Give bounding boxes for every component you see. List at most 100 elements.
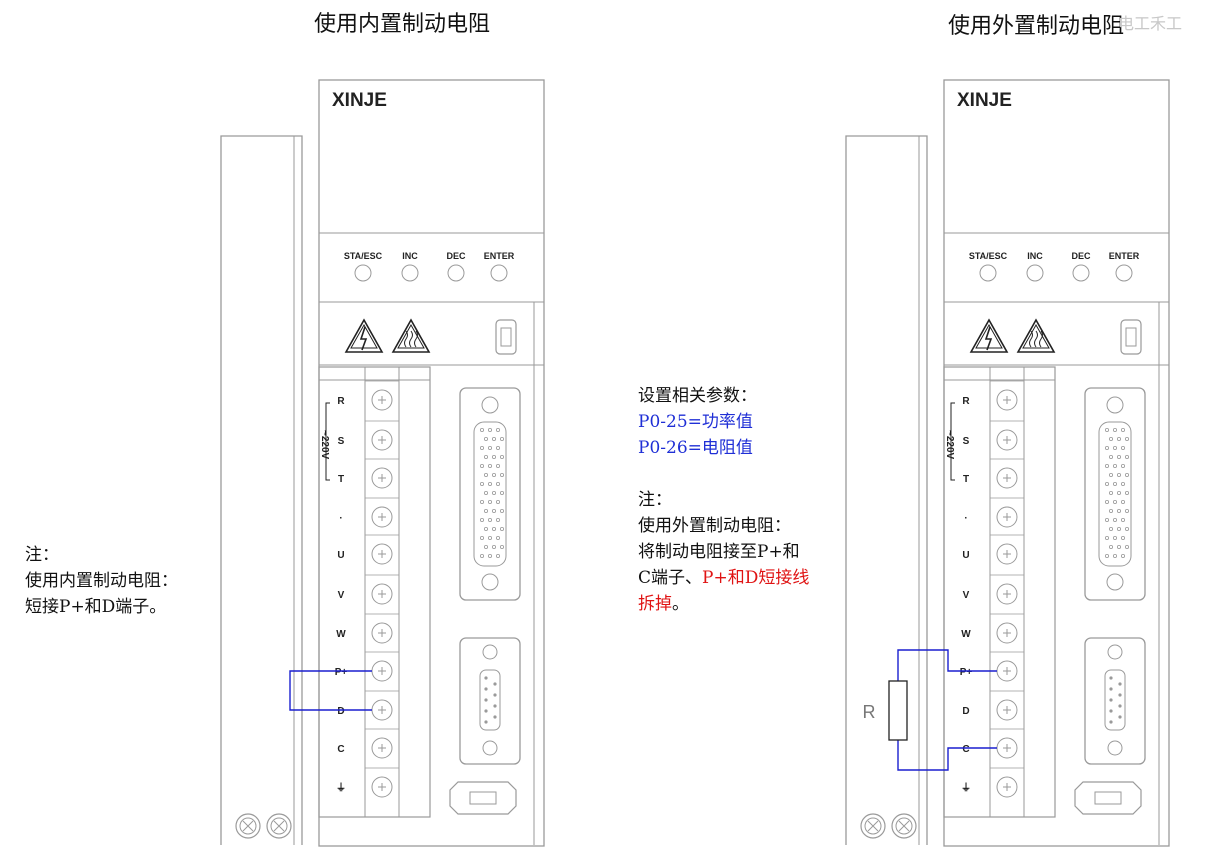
key-label: ENTER (484, 251, 515, 261)
middle-note-line4: 拆掉。 (638, 591, 809, 617)
brand-logo: XINJE (332, 90, 387, 111)
mount-screw (860, 813, 886, 839)
watermark: 电工禾工 (1118, 14, 1183, 33)
db44-pin (1108, 508, 1113, 513)
db44-pin (1124, 527, 1129, 532)
usb-port-inner (1125, 327, 1137, 347)
screw-cross-icon (378, 667, 386, 675)
db44-pin (495, 445, 500, 450)
connector-screw (1107, 740, 1123, 756)
db44-pin (1104, 445, 1109, 450)
terminal-screw (996, 699, 1018, 721)
terminal-screw (996, 389, 1018, 411)
screw-cross-icon (1003, 590, 1011, 598)
terminal-label: U (337, 550, 344, 561)
db44-pin (1104, 554, 1109, 559)
db44-pin (479, 445, 484, 450)
encoder-port-inner (469, 791, 497, 805)
db9-pin (484, 698, 488, 702)
key-button (979, 264, 997, 282)
terminal-label: ⏚ (961, 782, 971, 794)
db44-pin (1108, 454, 1113, 459)
db44-pin (483, 472, 488, 477)
db9-pin (493, 682, 497, 686)
db44-pin (499, 545, 504, 550)
db44-pin (1120, 481, 1125, 486)
hot-surface-warning-icon (391, 318, 431, 353)
db44-pin (479, 481, 484, 486)
db9-connector (1084, 637, 1146, 765)
db44-pin (495, 463, 500, 468)
db44-pin (495, 481, 500, 486)
db44-pin (491, 454, 496, 459)
left-note-line: 使用内置制动电阻： (25, 571, 178, 591)
heat-waves (404, 330, 418, 348)
db9-pin (1118, 682, 1122, 686)
screw-cross-icon (1003, 744, 1011, 752)
terminal-screw (371, 389, 393, 411)
screw-cross-icon (1003, 513, 1011, 521)
db44-pin (487, 518, 492, 523)
screw-x-icon (867, 820, 879, 832)
db44-pin (1108, 472, 1113, 477)
db44-pin (487, 481, 492, 486)
db44-pin (495, 518, 500, 523)
db44-pin (1112, 481, 1117, 486)
terminal-label: W (961, 629, 971, 640)
db44-pin (491, 490, 496, 495)
screw-cross-icon (1003, 706, 1011, 714)
db44-pin (499, 436, 504, 441)
voltage-label: ~220V (944, 430, 955, 460)
db9-pin-field (1104, 669, 1126, 731)
drive-body (318, 79, 545, 847)
db44-pin (1124, 472, 1129, 477)
terminal-label: S (963, 436, 970, 447)
db44-pin (491, 472, 496, 477)
screw-cross-icon (1003, 474, 1011, 482)
terminal-screw (371, 583, 393, 605)
terminal-label: C (337, 744, 344, 755)
db44-pin (499, 508, 504, 513)
key-label: DEC (1071, 251, 1091, 261)
db44-pin (1120, 554, 1125, 559)
key-label: DEC (446, 251, 466, 261)
db44-pin (1108, 490, 1113, 495)
encoder-port-inner (1094, 791, 1122, 805)
db44-pin (1104, 518, 1109, 523)
shock-warning-icon-inner (350, 323, 378, 349)
db44-pin (495, 427, 500, 432)
db44-pin (479, 554, 484, 559)
screw-cross-icon (378, 783, 386, 791)
resistor-wire-top (897, 649, 997, 681)
screw-cross-icon (378, 474, 386, 482)
db44-pin (1124, 545, 1129, 550)
mount-screw (891, 813, 917, 839)
db44-pin (483, 454, 488, 459)
db44-pin (495, 554, 500, 559)
db9-pin-field (479, 669, 501, 731)
shock-warning-icon (344, 318, 384, 353)
db9-pin (1109, 698, 1113, 702)
screw-cross-icon (1003, 550, 1011, 558)
db44-pin (1112, 499, 1117, 504)
db9-pin (1118, 715, 1122, 719)
db44-pin (491, 545, 496, 550)
db44-pin (499, 454, 504, 459)
terminal-screw (996, 543, 1018, 565)
db44-pin (1108, 436, 1113, 441)
db9-pin (1109, 709, 1113, 713)
screw-x-icon (898, 820, 910, 832)
terminal-screw (371, 429, 393, 451)
screw-cross-icon (378, 436, 386, 444)
note-black-text: 。 (672, 594, 689, 614)
screw-cross-icon (1003, 396, 1011, 404)
db44-pin (487, 554, 492, 559)
mount-screw-inner (239, 817, 257, 835)
shock-warning-icon (969, 318, 1009, 353)
db44-pin (1112, 554, 1117, 559)
key-button (447, 264, 465, 282)
terminal-screw (996, 429, 1018, 451)
terminal-label: W (336, 629, 346, 640)
screw-cross-icon (378, 396, 386, 404)
